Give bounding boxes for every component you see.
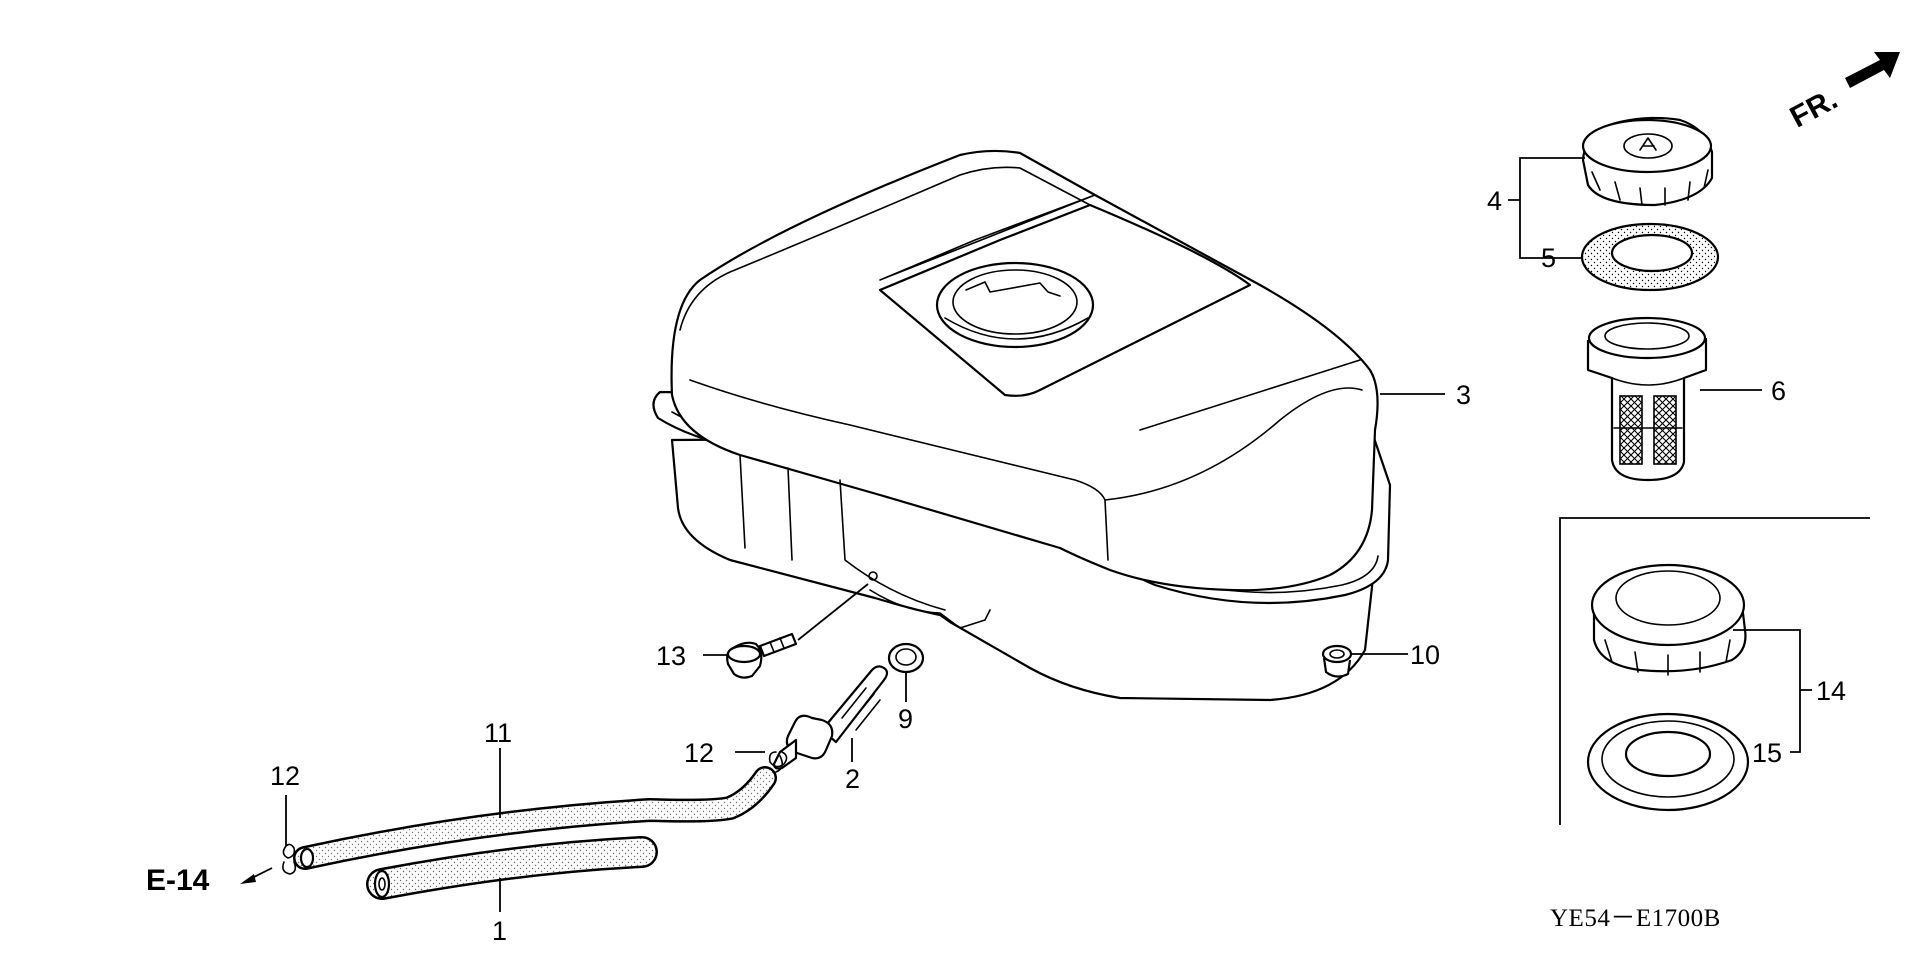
callout-13: 13 [656, 641, 686, 671]
callout-2: 2 [845, 764, 860, 794]
drain-plug-icon [1321, 644, 1353, 678]
front-direction-arrow: FR. [1785, 52, 1900, 134]
fuel-hose-long [293, 766, 777, 870]
fuel-tank [652, 149, 1392, 702]
filler-cap-icon [1581, 116, 1714, 207]
washer-icon [887, 642, 925, 674]
callout-9: 9 [898, 704, 913, 734]
leader-lines [240, 157, 1812, 912]
gasket-icon [1580, 222, 1720, 292]
diagram-code: YE54－E1700B [1550, 905, 1721, 932]
callout-10: 10 [1410, 640, 1440, 670]
callout-4: 4 [1487, 186, 1502, 216]
callout-15: 15 [1752, 738, 1782, 768]
callout-11: 11 [484, 718, 512, 748]
alternate-cap-inset [1559, 517, 1870, 825]
reference-label: E-14 [146, 864, 210, 897]
fuel-strainer-icon [1586, 316, 1708, 482]
callout-5: 5 [1541, 243, 1556, 273]
direction-label: FR. [1785, 83, 1843, 135]
bolt-icon [726, 632, 798, 679]
callout-12-cock: 12 [684, 738, 714, 768]
hose-clip-icon [768, 751, 788, 773]
callout-12-left: 12 [270, 761, 300, 791]
callout-1: 1 [492, 916, 507, 946]
fuel-hose-short [366, 836, 658, 900]
fuel-cock-icon [772, 665, 889, 770]
callout-14: 14 [1816, 676, 1846, 706]
callout-6: 6 [1771, 376, 1786, 406]
callout-3: 3 [1456, 380, 1471, 410]
hose-clip-left-icon [282, 843, 297, 875]
